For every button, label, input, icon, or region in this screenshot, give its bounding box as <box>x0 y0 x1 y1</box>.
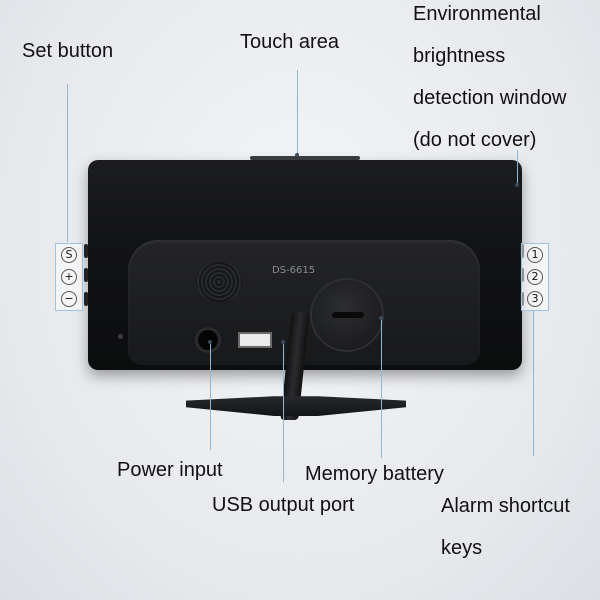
set-key-minus: − <box>61 291 77 307</box>
label-set-button: Set button <box>22 40 114 62</box>
dot-memory-battery <box>379 316 383 320</box>
set-keys-box: S + − <box>55 243 83 311</box>
model-number: DS-6615 <box>272 265 316 276</box>
label-env-line-4: (do not cover) <box>413 129 537 151</box>
label-env-line-2: brightness <box>413 45 506 67</box>
label-touch-area: Touch area <box>240 31 339 53</box>
dot-power-input <box>208 340 212 344</box>
label-alarm-line-2: keys <box>441 537 483 559</box>
light-sensor-hole <box>118 334 123 339</box>
side-button-plus <box>84 268 88 282</box>
leader-usb-port <box>283 342 284 482</box>
leader-power-input <box>210 342 211 450</box>
label-usb-output: USB output port <box>212 494 355 516</box>
leader-env-window <box>517 150 518 184</box>
label-power-input: Power input <box>117 459 223 481</box>
label-env-line-1: Environmental <box>413 3 541 25</box>
dot-env-window <box>515 183 519 187</box>
battery-cover-slot <box>332 312 364 318</box>
stand-base <box>186 396 406 416</box>
side-button-minus <box>84 292 88 306</box>
dot-touch-area <box>295 153 299 157</box>
alarm-key-1: 1 <box>527 247 543 263</box>
usb-port <box>238 332 272 348</box>
side-button-set <box>84 244 88 258</box>
label-env-window: Environmental brightness detection windo… <box>413 2 566 170</box>
label-env-line-3: detection window <box>413 87 567 109</box>
dot-usb-port <box>281 340 285 344</box>
leader-touch-area <box>297 70 298 154</box>
set-key-plus: + <box>61 269 77 285</box>
leader-alarm-keys <box>533 310 534 456</box>
leader-set-button <box>67 84 68 242</box>
label-alarm-line-1: Alarm shortcut <box>441 495 570 517</box>
set-key-s: S <box>61 247 77 263</box>
label-alarm-keys: Alarm shortcut keys <box>441 494 570 578</box>
alarm-keys-box: 1 2 3 <box>521 243 549 311</box>
label-memory-battery: Memory battery <box>305 463 444 485</box>
touch-area-strip <box>250 156 360 160</box>
alarm-key-3: 3 <box>527 291 543 307</box>
alarm-key-2: 2 <box>527 269 543 285</box>
speaker-grille <box>196 262 242 302</box>
leader-memory-battery <box>381 318 382 458</box>
